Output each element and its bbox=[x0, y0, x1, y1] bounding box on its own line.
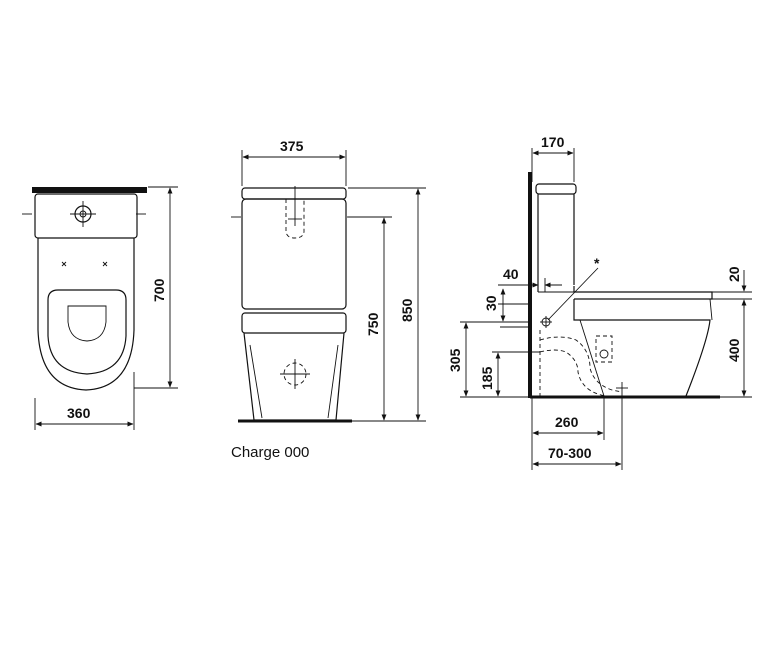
top-view-depth-label: 700 bbox=[151, 278, 167, 302]
side-view-offset-label: 40 bbox=[503, 266, 519, 282]
side-view-seat-height-label: 400 bbox=[726, 338, 742, 362]
front-view-height-850-label: 850 bbox=[399, 298, 415, 322]
top-view-toilet-outline bbox=[22, 187, 147, 391]
top-view-width-label: 360 bbox=[67, 405, 91, 421]
side-view-rim-thickness-label: 20 bbox=[726, 266, 742, 282]
front-view-toilet-outline bbox=[231, 186, 357, 423]
side-view-top-width-label: 170 bbox=[541, 134, 565, 150]
side-view: * 170 40 30 305 185 20 bbox=[447, 134, 752, 470]
front-view: 375 750 850 Charge 000 bbox=[231, 138, 426, 461]
front-view-width-label: 375 bbox=[280, 138, 304, 154]
top-view: 360 700 bbox=[22, 186, 178, 430]
front-view-height-750-label: 750 bbox=[365, 312, 381, 336]
side-view-marker-label: * bbox=[594, 255, 600, 271]
side-view-outlet-height-outer-label: 305 bbox=[447, 348, 463, 372]
side-view-offset-vertical-label: 30 bbox=[483, 295, 499, 311]
side-view-outlet-distance-label: 260 bbox=[555, 414, 579, 430]
front-view-caption: Charge 000 bbox=[231, 444, 309, 461]
side-view-outlet-height-inner-label: 185 bbox=[479, 366, 495, 390]
side-view-outlet-range-label: 70-300 bbox=[548, 445, 592, 461]
